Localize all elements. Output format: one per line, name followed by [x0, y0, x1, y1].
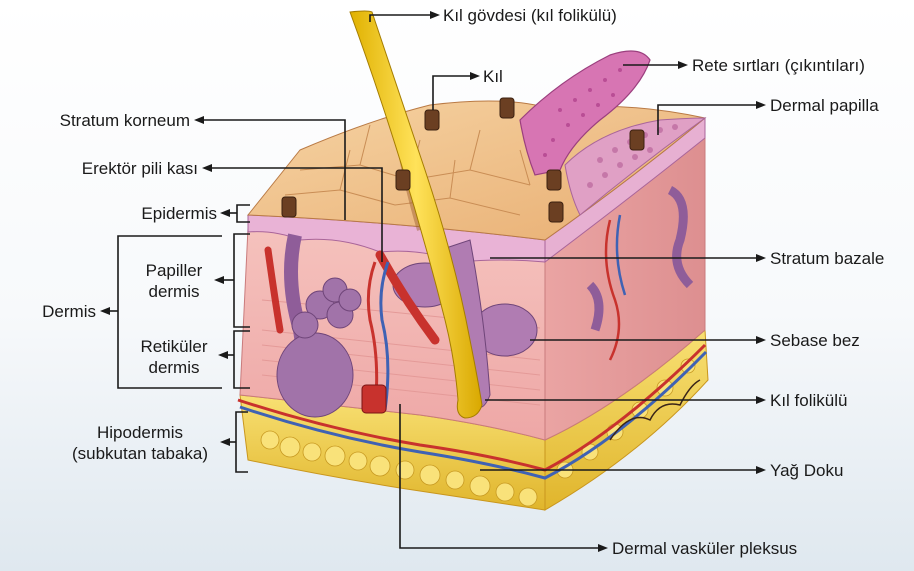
label-stratum-bazale: Stratum bazale [770, 249, 884, 268]
plexus-vessel-cut [362, 385, 386, 413]
label-kil-govdesi: Kıl gövdesi (kıl folikülü) [443, 6, 617, 25]
label-rete: Rete sırtları (çıkıntıları) [692, 56, 865, 75]
label-kil: Kıl [483, 67, 503, 86]
label-papiller-1: Papiller [146, 261, 203, 280]
label-stratum-korneum: Stratum korneum [60, 111, 190, 130]
label-erektor: Erektör pili kası [82, 159, 198, 178]
label-yag-doku: Yağ Doku [770, 461, 843, 480]
label-dermal-papilla: Dermal papilla [770, 96, 879, 115]
skin-block [238, 11, 708, 510]
label-epidermis: Epidermis [141, 204, 217, 223]
label-papiller-2: dermis [148, 282, 199, 301]
label-hipodermis-2: (subkutan tabaka) [72, 444, 208, 463]
label-dermis: Dermis [42, 302, 96, 321]
label-retikuler-2: dermis [148, 358, 199, 377]
label-retikuler-1: Retiküler [140, 337, 207, 356]
label-sebase-bez: Sebase bez [770, 331, 860, 350]
label-hipodermis-1: Hipodermis [97, 423, 183, 442]
label-kil-folikulu: Kıl folikülü [770, 391, 847, 410]
label-dermal-vaskuler: Dermal vasküler pleksus [612, 539, 797, 558]
